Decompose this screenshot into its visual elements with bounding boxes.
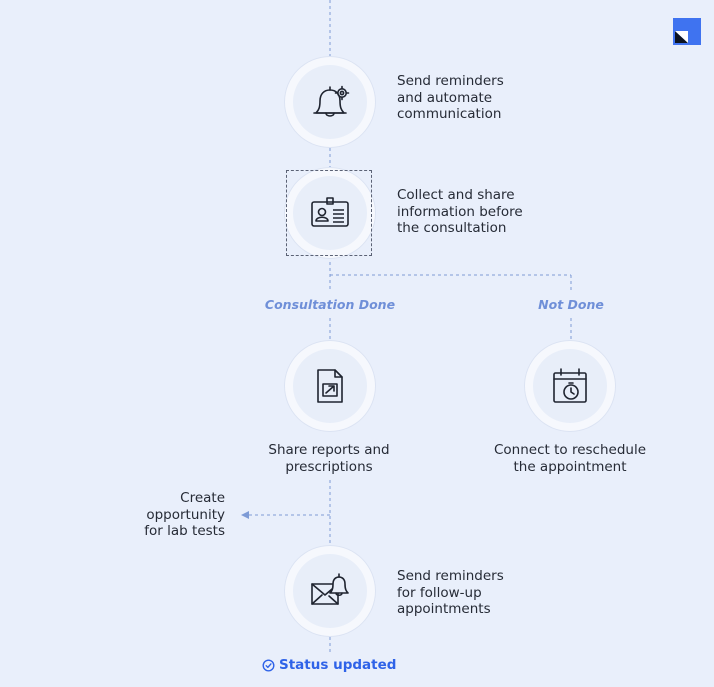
status-updated-badge: Status updated [262,657,396,673]
step-node-reschedule [524,340,616,432]
calendar-timer-icon [553,368,587,403]
envelope-bell-icon [311,573,349,605]
step-node-follow-up [284,545,376,637]
step-node-share-reports [284,340,376,432]
check-circle-icon [262,659,275,671]
step-label-reminders: Send reminders and automate communicatio… [397,73,504,122]
step-node-reminders [284,56,376,148]
branch-label-consultation-done: Consultation Done [264,297,396,312]
step-label-follow-up: Send reminders for follow-up appointment… [397,568,504,617]
step-label-reschedule: Connect to reschedule the appointment [493,442,646,475]
side-note-lab-tests: Create opportunity for lab tests [144,490,225,539]
step-node-collect-info [284,167,376,259]
selected-node-outline [286,170,372,256]
step-label-share-reports: Share reports and prescriptions [268,442,390,475]
document-share-icon [317,369,343,403]
arrow-head-side-note [241,511,249,519]
bell-gear-icon [313,85,350,117]
branch-label-not-done: Not Done [538,297,604,312]
brand-logo [673,18,701,45]
id-card-icon [311,197,349,227]
step-label-collect-info: Collect and share information before the… [397,187,523,236]
status-text: Status updated [279,657,397,673]
